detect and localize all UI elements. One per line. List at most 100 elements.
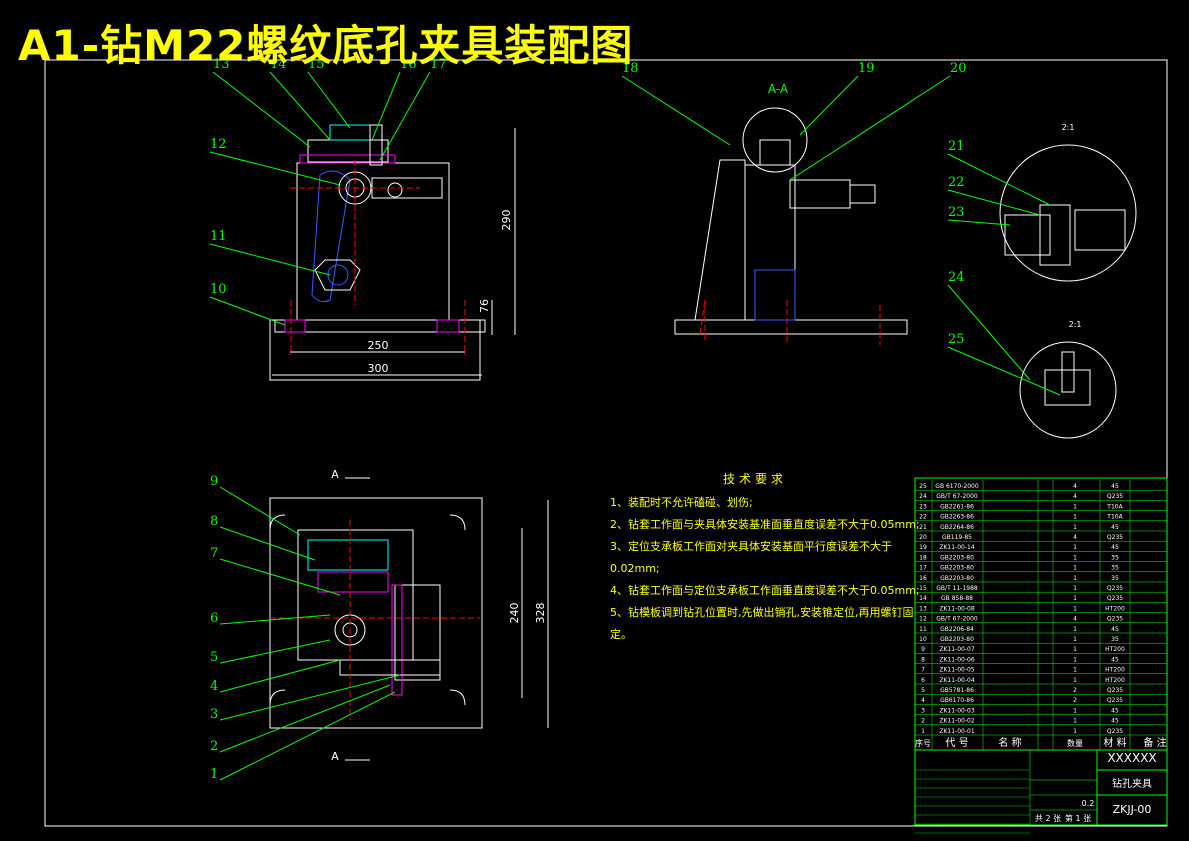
cell-qty: 1 <box>1073 595 1077 602</box>
cell-qty: 1 <box>1073 677 1077 684</box>
leader-19 <box>799 75 859 136</box>
drawing-name: 钻孔夹具 <box>1112 777 1152 790</box>
balloon-9: 9 <box>210 474 218 489</box>
cell-qty: 1 <box>1073 503 1077 510</box>
cell-mat: 45 <box>1111 626 1119 633</box>
cell-qty: 1 <box>1073 707 1077 714</box>
cell-no: 15 <box>919 585 927 592</box>
title-block-border <box>914 477 1168 826</box>
section-clamp <box>754 269 796 321</box>
drawing-title: A1-钻M22螺纹底孔夹具装配图 <box>18 21 634 70</box>
detail-circle-2 <box>1019 341 1117 439</box>
requirement-line: 0.02mm; <box>610 562 660 575</box>
detail-2-scale: 2:1 <box>1069 320 1082 329</box>
cell-qty: 2 <box>1073 697 1077 704</box>
cell-qty: 1 <box>1073 544 1077 551</box>
balloon-20: 20 <box>950 61 967 76</box>
fixture-body <box>296 162 450 321</box>
balloon-16: 16 <box>400 57 417 72</box>
cell-code: GB2203-80 <box>940 565 974 572</box>
leader-5 <box>219 639 331 664</box>
header-qty: 数量 <box>1067 738 1083 748</box>
cell-code: GB119-85 <box>942 534 972 541</box>
leader-10 <box>209 296 286 326</box>
section-screw-body <box>789 179 851 209</box>
cell-code: ZK11-00-03 <box>939 707 974 714</box>
cell-qty: 4 <box>1073 493 1077 500</box>
cell-code: ZK11-00-06 <box>939 656 974 663</box>
detail-1-block <box>1004 214 1051 256</box>
balloon-19: 19 <box>858 61 875 76</box>
dim-240: 240 <box>508 603 521 624</box>
cell-no: 10 <box>919 636 927 643</box>
cell-qty: 1 <box>1073 718 1077 725</box>
cell-code: GB2206-84 <box>940 626 974 633</box>
header-no: 序号 <box>915 738 931 748</box>
cell-mat: HT200 <box>1105 667 1125 674</box>
requirements-title: 技术要求 <box>722 472 787 486</box>
plan-base <box>269 497 483 729</box>
cell-code: ZK11-00-01 <box>939 728 974 735</box>
leader-20 <box>789 75 951 181</box>
cell-no: 18 <box>919 554 927 561</box>
balloon-18: 18 <box>622 61 639 76</box>
leader-18 <box>621 75 731 146</box>
balloon-25: 25 <box>948 332 965 347</box>
balloon-6: 6 <box>210 611 218 626</box>
section-mark-top: A <box>331 468 339 481</box>
drawing-border <box>44 59 1168 827</box>
cell-qty: 1 <box>1073 728 1077 735</box>
plan-slots <box>269 514 466 706</box>
cell-code: ZK11-00-05 <box>939 667 974 674</box>
requirement-line: 3、定位支承板工作面对夹具体安装基面平行度误差不大于 <box>610 540 892 553</box>
cell-qty: 1 <box>1073 554 1077 561</box>
cell-code: ZK11-00-14 <box>939 544 974 551</box>
leader-1 <box>219 691 396 781</box>
balloon-17: 17 <box>430 57 447 72</box>
requirement-line: 1、装配时不允许磕碰、划伤; <box>610 496 753 509</box>
cell-code: GB 858-88 <box>941 595 973 602</box>
base-slot-left <box>284 319 306 333</box>
cell-code: GB2261-86 <box>940 503 974 510</box>
leader-17 <box>379 71 431 161</box>
base-slot-right <box>436 319 460 333</box>
cell-mat: 45 <box>1111 707 1119 714</box>
cell-no: 5 <box>921 687 925 694</box>
balloon-8: 8 <box>210 514 218 529</box>
drawing-number: ZKJJ-00 <box>1113 803 1152 816</box>
plan-drill-plate <box>307 539 389 571</box>
detail-1-bushing <box>1039 204 1071 266</box>
leader-11 <box>209 243 331 276</box>
dim-290: 290 <box>500 210 513 231</box>
cell-code: GB2203-80 <box>940 554 974 561</box>
dim-250: 250 <box>368 339 389 352</box>
leader-22 <box>947 189 1041 216</box>
header-note: 备 注 <box>1143 736 1166 749</box>
detail-2-block <box>1044 369 1091 406</box>
cell-code: GB6170-86 <box>940 697 974 704</box>
cell-code: ZK11-00-02 <box>939 718 974 725</box>
cell-mat: HT200 <box>1105 646 1125 653</box>
dim-300: 300 <box>368 362 389 375</box>
leader-16 <box>371 71 401 141</box>
leader-3 <box>219 674 401 721</box>
leader-24 <box>947 284 1031 381</box>
cell-no: 12 <box>919 616 927 623</box>
cell-no: 22 <box>919 514 927 521</box>
cell-mat: 35 <box>1111 636 1119 643</box>
balloon-21: 21 <box>948 139 965 154</box>
cell-code: ZK11-00-08 <box>939 605 974 612</box>
requirement-line: 4、钻套工作面与定位支承板工作面垂直度误差不大于0.05mm; <box>610 584 920 597</box>
leader-21 <box>947 153 1051 206</box>
dim-76: 76 <box>478 299 491 313</box>
cell-qty: 1 <box>1073 585 1077 592</box>
cell-code: GB2203-80 <box>940 636 974 643</box>
scale: 0.2 <box>1082 799 1095 808</box>
balloon-5: 5 <box>210 650 218 665</box>
cell-no: 7 <box>921 667 925 674</box>
cell-mat: 45 <box>1111 718 1119 725</box>
cell-mat: Q235 <box>1107 585 1123 592</box>
cell-qty: 4 <box>1073 534 1077 541</box>
cell-mat: HT200 <box>1105 677 1125 684</box>
